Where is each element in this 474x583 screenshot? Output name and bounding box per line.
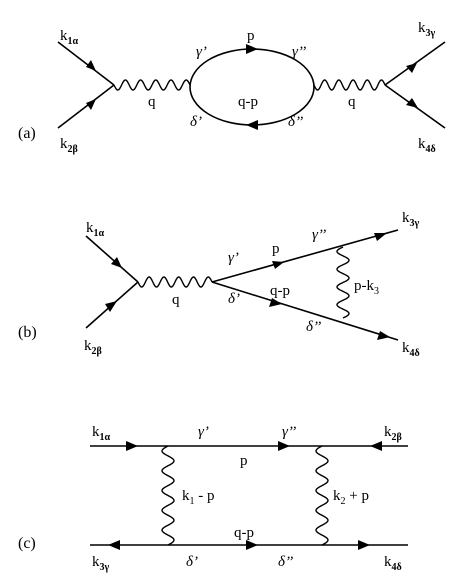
c-top-arrow-mid [278,441,290,451]
a-p-label: p [247,28,255,44]
a-k3-arrow [406,63,417,73]
c-bottom-arrow-left [108,540,120,550]
c-top-arrow-right [370,441,382,451]
c-gamma1-label: γ’ [198,424,209,440]
panel-b: (b) k1α k2β k3γ k4δ q p q-p p-k3 γ’ γ’’ … [18,210,420,359]
a-k1-label: k1α [60,28,79,47]
a-gamma1-label: γ’ [196,44,207,60]
c-k2p-label: k2 + p [333,488,369,507]
panel-c-label: (c) [18,535,36,552]
a-gamma2-label: γ’’ [292,44,306,60]
b-gamma2-label: γ’’ [312,227,326,243]
b-delta1-label: δ’ [228,291,240,307]
b-k1-arrow [111,257,122,268]
c-k1-label: k1α [92,424,111,443]
c-delta2-label: δ’’ [278,554,293,570]
c-bottom-arrow-right [358,540,370,550]
a-k4-arrow [406,98,418,108]
c-bottom-arrow-mid [246,540,258,550]
b-upper-arrow-1 [272,261,284,269]
a-incoming-k2-line [57,84,115,129]
panel-c: (c) k1α k2β k3γ k4δ p q-p γ’ γ’’ δ’ δ’’ … [18,424,408,573]
a-photon-right [313,79,386,91]
b-upper-arrow-2 [374,233,387,241]
b-gamma1-label: γ’ [228,250,239,266]
a-photon-left [113,79,191,91]
a-outgoing-k3-line [384,41,446,86]
a-q-left-label: q [148,94,156,110]
a-qp-label: q-p [238,94,258,110]
b-fermion-lower [211,281,399,341]
b-qp-label: q-p [270,283,290,299]
a-k1-arrow [86,60,96,71]
c-k2-label: k2β [384,424,402,443]
b-k2-arrow [105,301,117,312]
a-k2-label: k2β [60,136,78,155]
c-qp-label: q-p [234,525,254,541]
c-photon-left [161,445,175,546]
a-k2-arrow [86,99,96,110]
a-loop-bottom-arrow [246,120,258,130]
c-k1p-label: k1 - p [182,488,215,507]
b-pk3-label: p-k3 [354,278,379,297]
a-delta1-label: δ’ [190,114,202,130]
panel-a-label: (a) [18,125,36,142]
b-fermion-upper [211,229,399,283]
b-k3-label: k3γ [402,210,420,229]
c-k3-label: k3γ [92,554,110,573]
b-lower-arrow-1 [269,298,282,307]
a-k3-label: k3γ [418,20,436,39]
c-top-arrow-left [126,441,138,451]
a-loop-top-arrow [246,44,258,54]
panel-a: (a) k1α k2β k3γ k4δ q q p q-p γ’ γ’’ δ’ … [18,20,446,155]
c-gamma2-label: γ’’ [282,424,296,440]
b-p-label: p [272,241,280,257]
b-k4-label: k4δ [402,340,420,359]
b-k2-label: k2β [84,338,102,357]
c-k4-label: k4δ [384,554,402,573]
a-delta2-label: δ’’ [288,114,303,130]
c-photon-right [315,445,329,546]
b-delta2-label: δ’’ [306,319,321,335]
a-incoming-k1-line [57,41,115,86]
b-k1-label: k1α [86,220,105,239]
b-lower-arrow-2 [377,331,390,340]
panel-b-label: (b) [18,324,37,341]
c-p-label: p [240,453,248,469]
a-k4-label: k4δ [418,136,436,155]
b-incoming-k1-line [85,235,139,283]
b-photon-q [137,276,213,288]
a-q-right-label: q [348,94,356,110]
c-delta1-label: δ’ [186,554,198,570]
b-q-label: q [172,292,180,308]
b-photon-vertical [336,246,350,319]
